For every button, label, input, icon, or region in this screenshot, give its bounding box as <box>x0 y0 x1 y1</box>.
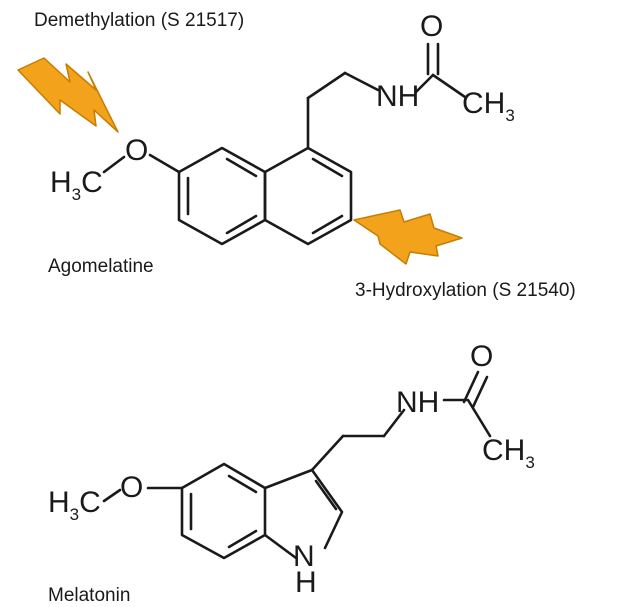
methoxy-subscript: 3 <box>70 505 79 524</box>
double-bond <box>311 214 344 235</box>
methyl-ch: CH3 <box>482 434 535 472</box>
hydroxylation-caption: 3-Hydroxylation (S 21540) <box>355 280 576 301</box>
carbonyl-oxygen: O <box>420 10 443 43</box>
methyl-bond <box>466 398 492 438</box>
methoxy-h-text: H <box>48 486 70 519</box>
double-bond <box>227 474 258 494</box>
methyl-ch: CH3 <box>462 87 515 125</box>
methoxy-h3c: H3C <box>48 486 101 524</box>
methoxy-c-text: C <box>81 166 103 199</box>
carbonyl-oxygen: O <box>470 340 493 373</box>
carbonyl-bond <box>471 375 489 409</box>
carbonyl-bond <box>462 370 480 404</box>
chain-bond <box>310 434 345 472</box>
double-bond <box>227 529 258 549</box>
lightning-bolt-icon <box>17 57 119 133</box>
methyl-ch-text: CH <box>462 87 505 120</box>
agomelatine-caption: Agomelatine <box>48 256 154 277</box>
indole-nitrogen: N <box>293 540 315 573</box>
demethylation-caption: Demethylation (S 21517) <box>34 10 244 31</box>
lightning-bolt-icon <box>353 209 463 265</box>
methoxy-bond <box>102 155 126 174</box>
amide-bond <box>414 73 435 94</box>
chain-bond <box>306 71 347 100</box>
naphthalene-right-ring <box>263 146 353 246</box>
amide-nh: NH <box>376 80 419 113</box>
chain-bond <box>382 408 406 438</box>
methoxy-subscript: 3 <box>72 185 81 204</box>
methoxy-bond <box>102 488 122 503</box>
methoxy-oxygen: O <box>125 134 148 167</box>
methyl-subscript: 3 <box>505 106 514 125</box>
indole-hydrogen: H <box>295 566 317 599</box>
amide-nh: NH <box>396 386 439 419</box>
double-bond <box>225 214 258 235</box>
chain-bond <box>343 71 380 92</box>
methoxy-c-text: C <box>79 486 101 519</box>
methoxy-h-text: H <box>50 166 72 199</box>
demethylation-bolt <box>17 57 119 133</box>
methyl-ch-text: CH <box>482 434 525 467</box>
naphthalene-left-ring <box>177 146 267 246</box>
methyl-subscript: 3 <box>525 453 534 472</box>
methyl-bond <box>431 73 467 99</box>
methoxy-h3c: H3C <box>50 166 103 204</box>
hydroxylation-bolt <box>353 209 463 265</box>
double-bond <box>314 479 338 511</box>
melatonin-structure: O NH CH3 O H3C N H <box>48 340 535 599</box>
pyrrole-bond <box>263 533 298 560</box>
methoxy-bond <box>148 153 181 174</box>
double-bond <box>225 157 258 178</box>
double-bond <box>311 157 344 178</box>
melatonin-caption: Melatonin <box>48 585 130 606</box>
agomelatine-structure: O NH CH3 O H3C <box>50 10 515 246</box>
indole-benzene-ring <box>180 462 267 560</box>
methoxy-oxygen: O <box>120 471 143 504</box>
indole-pyrrole-ring <box>263 468 344 550</box>
